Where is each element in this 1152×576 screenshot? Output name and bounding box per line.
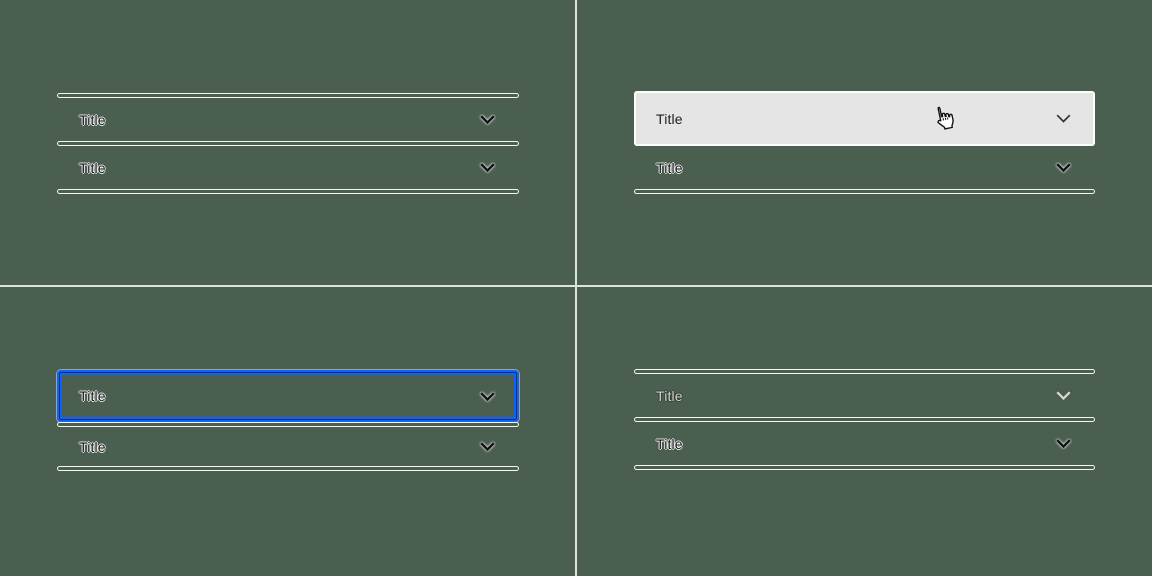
accordion-header-disabled: Title — [634, 374, 1095, 417]
accordion-separator — [57, 93, 519, 98]
accordion-separator — [634, 369, 1095, 374]
accordion-title: Title — [656, 110, 683, 127]
accordion-default-state: Title Title — [57, 93, 519, 194]
accordion-disabled-state: Title Title — [634, 369, 1095, 470]
accordion-title: Title — [656, 159, 683, 176]
chevron-down-icon — [1056, 391, 1071, 400]
accordion-header[interactable]: Title — [634, 146, 1095, 189]
accordion-title: Title — [656, 435, 683, 452]
chevron-down-icon — [480, 391, 495, 401]
accordion-header-hovered[interactable]: Title — [634, 91, 1095, 146]
accordion-separator — [634, 465, 1095, 470]
accordion-header[interactable]: Title — [634, 422, 1095, 465]
hand-pointer-cursor-icon — [932, 105, 955, 135]
accordion-separator — [57, 466, 519, 471]
accordion-separator — [634, 189, 1095, 194]
accordion-separator — [57, 141, 519, 146]
accordion-separator — [634, 417, 1095, 422]
accordion-title: Title — [79, 438, 106, 455]
accordion-focus-state: Title Title — [57, 370, 519, 471]
chevron-down-icon — [1056, 439, 1071, 448]
accordion-header[interactable]: Title — [57, 98, 519, 141]
vertical-quadrant-divider — [575, 0, 577, 576]
accordion-header[interactable]: Title — [57, 146, 519, 189]
accordion-header[interactable]: Title — [57, 427, 519, 466]
accordion-title: Title — [79, 159, 106, 176]
chevron-down-icon — [1056, 114, 1071, 123]
accordion-separator — [57, 422, 519, 427]
horizontal-quadrant-divider — [0, 285, 1152, 287]
accordion-title: Title — [79, 111, 106, 128]
accordion-hover-state: Title Title — [634, 91, 1095, 194]
chevron-down-icon — [480, 163, 495, 172]
chevron-down-icon — [480, 115, 495, 124]
accordion-header-focused[interactable]: Title — [57, 370, 519, 422]
chevron-down-icon — [480, 442, 495, 451]
accordion-separator — [57, 189, 519, 194]
chevron-down-icon — [1056, 163, 1071, 172]
accordion-title: Title — [656, 387, 683, 404]
accordion-title: Title — [79, 388, 106, 404]
